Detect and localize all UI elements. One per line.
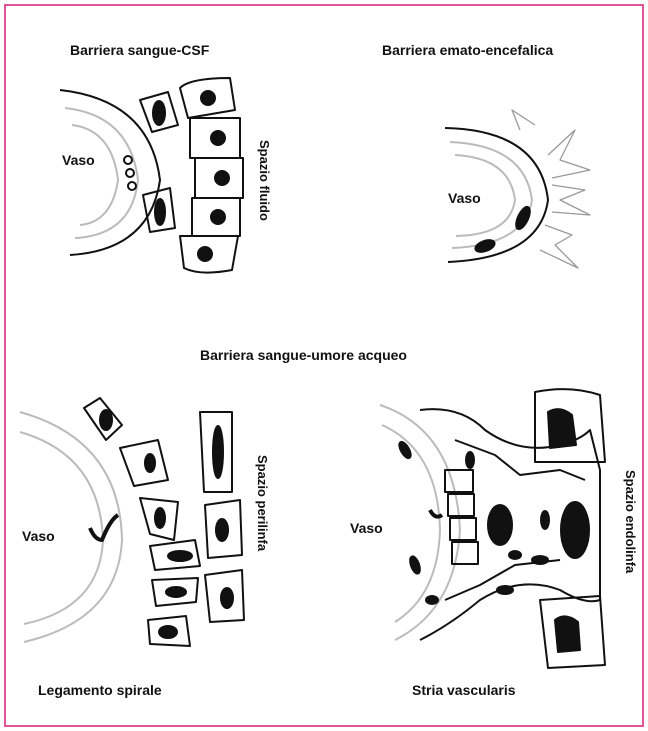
- title-blood-brain-barrier: Barriera emato-encefalica: [382, 42, 553, 58]
- fibrocytes-bl: [84, 398, 244, 646]
- endolymph-space-label: Spazio endolinfa: [623, 470, 638, 573]
- fluid-space-label: Spazio fluido: [257, 140, 272, 221]
- endothelial-nuclei-tr: [474, 205, 533, 254]
- vessel-br: [380, 405, 460, 640]
- caption-spiral-ligament: Legamento spirale: [38, 682, 162, 698]
- panel-blood-csf: [60, 78, 243, 273]
- astrocyte-feet-tr: [512, 110, 590, 268]
- panel-spiral-ligament: [20, 398, 244, 646]
- vessel-label-bl: Vaso: [22, 528, 55, 544]
- vessel-label-br: Vaso: [350, 520, 383, 536]
- panel-blood-brain: [445, 110, 590, 268]
- perilymph-space-label: Spazio perilinfa: [255, 455, 270, 551]
- caption-stria-vascularis: Stria vascularis: [412, 682, 516, 698]
- epithelial-cells-tl: [180, 78, 243, 273]
- vessel-label-tr: Vaso: [448, 190, 481, 206]
- vessel-bl: [20, 412, 122, 642]
- stria-tissue-br: [397, 389, 605, 668]
- pericytes-tl: [140, 92, 178, 232]
- title-blood-aqueous-barrier: Barriera sangue-umore acqueo: [200, 347, 407, 363]
- panel-stria-vascularis: [380, 389, 605, 668]
- title-blood-csf-barrier: Barriera sangue-CSF: [70, 42, 209, 58]
- vessel-label-tl: Vaso: [62, 152, 95, 168]
